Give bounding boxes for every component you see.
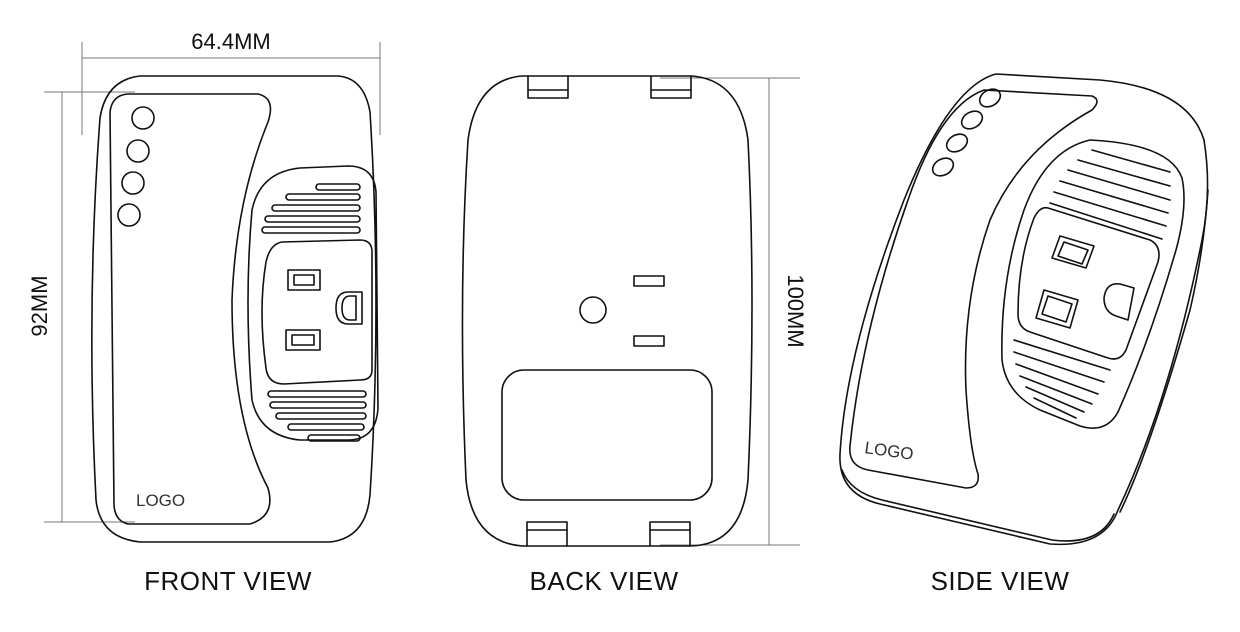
front-view-caption: FRONT VIEW <box>144 566 312 596</box>
front-slot-upper <box>287 269 321 291</box>
width-dimension-label: 64.4MM <box>191 29 270 54</box>
side-vents-top <box>1049 149 1171 240</box>
indicator-light <box>121 171 145 195</box>
side-outer-shell <box>839 73 1209 546</box>
dimension-height-back: 100MM <box>660 77 808 546</box>
side-view: LOGO <box>839 73 1209 546</box>
back-ground-prong <box>579 296 607 324</box>
front-vents-top <box>261 183 361 234</box>
back-label-recess <box>501 369 713 501</box>
back-bottom-clips <box>526 521 691 547</box>
front-slot-lower <box>285 329 321 351</box>
back-prong-lower <box>633 335 665 347</box>
front-left-panel <box>109 93 272 525</box>
front-indicator-lights <box>117 106 155 227</box>
side-logo-text: LOGO <box>863 438 914 464</box>
indicator-light <box>945 133 969 153</box>
indicator-light <box>126 139 150 163</box>
front-vents-bottom <box>267 390 367 442</box>
side-left-panel <box>849 89 1098 489</box>
front-logo-text: LOGO <box>136 491 185 510</box>
indicator-light <box>960 110 984 130</box>
side-bottom-bevel <box>841 469 1115 542</box>
indicator-light <box>931 157 955 177</box>
side-outlet-bay <box>1001 139 1185 429</box>
indicator-light <box>117 203 141 227</box>
front-outlet-bay <box>247 165 379 441</box>
front-outer-shell <box>91 75 377 543</box>
dimension-height-front: 92MM <box>27 91 135 523</box>
side-slot-lower <box>1035 289 1079 329</box>
side-view-caption: SIDE VIEW <box>930 566 1070 596</box>
back-height-dimension-label: 100MM <box>783 274 808 347</box>
side-indicator-lights <box>931 88 1002 177</box>
dimension-width: 64.4MM <box>81 29 381 135</box>
back-view-caption: BACK VIEW <box>529 566 679 596</box>
indicator-light <box>978 88 1002 108</box>
front-receptacle-face <box>261 239 373 385</box>
side-slot-upper <box>1051 235 1095 269</box>
side-receptacle-face <box>1017 206 1160 360</box>
back-top-clips <box>527 75 692 99</box>
front-height-dimension-label: 92MM <box>27 275 52 336</box>
front-slot-lower-inner <box>291 334 315 346</box>
front-view: LOGO <box>91 75 379 543</box>
front-slot-upper-inner <box>293 274 315 286</box>
back-view <box>461 75 753 547</box>
back-outer-shell <box>461 75 753 547</box>
indicator-light <box>131 106 155 130</box>
front-ground-pin <box>335 291 363 325</box>
side-ground-pin <box>1103 282 1135 321</box>
back-prong-upper <box>633 275 665 287</box>
side-vents-bottom <box>1013 339 1111 419</box>
